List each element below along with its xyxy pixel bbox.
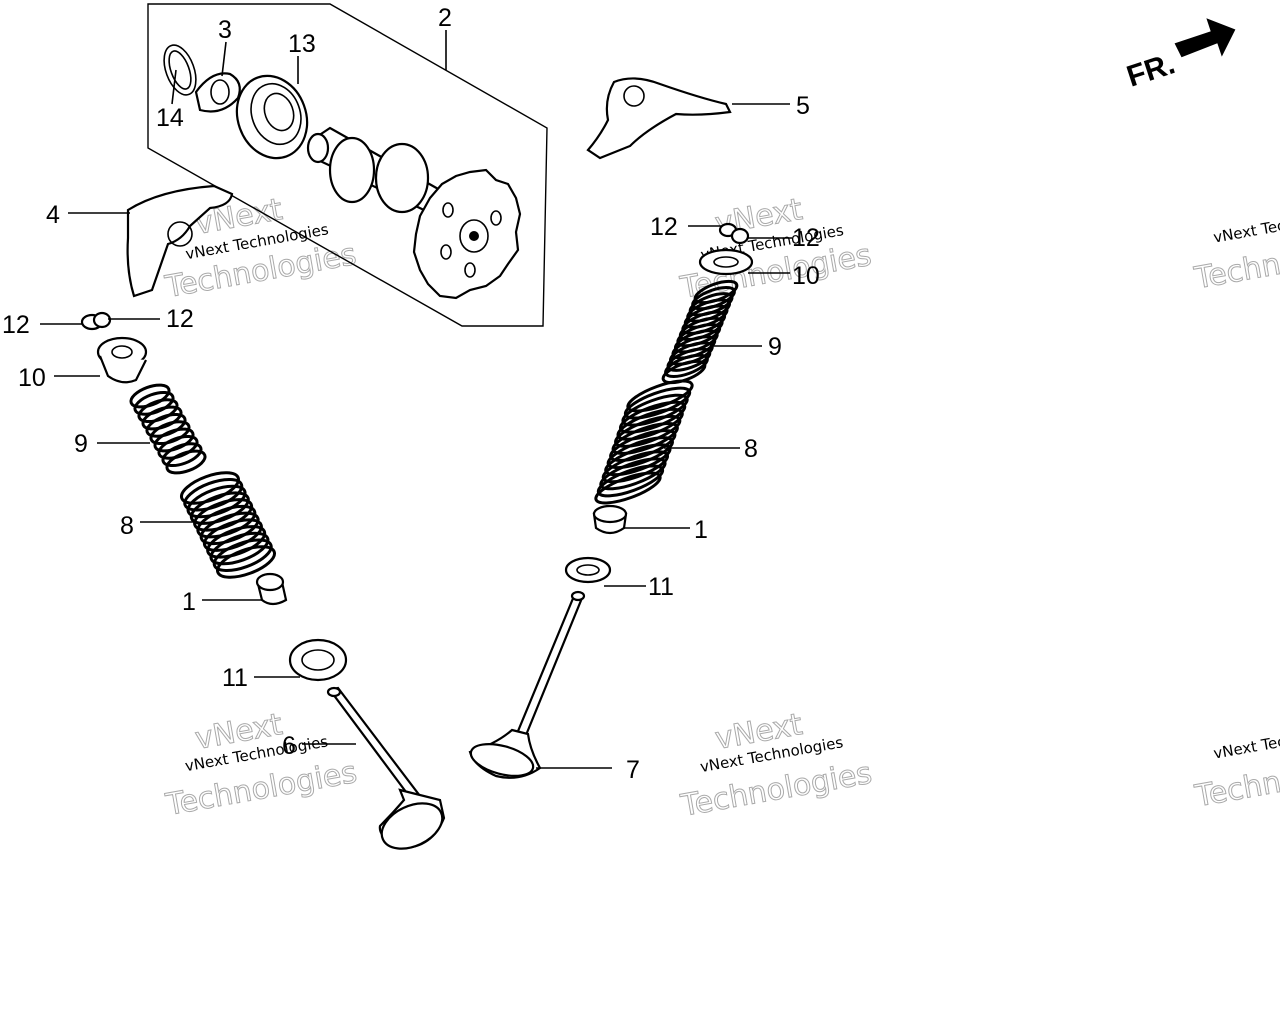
callout-labels: 2 3 13 14 4 5 12 12 10 9 8 1 11 6 12 12 … bbox=[2, 4, 820, 784]
stopper-plate-part bbox=[194, 72, 241, 113]
cotter-left-part bbox=[80, 311, 112, 331]
cotter-right-part bbox=[718, 222, 750, 245]
callout-3: 3 bbox=[218, 16, 232, 44]
watermark-top-right: vNext Technologies Technologies bbox=[1191, 204, 1280, 297]
rocker-arm-right-part bbox=[586, 77, 732, 160]
callout-13: 13 bbox=[288, 30, 316, 58]
callout-11-left: 11 bbox=[222, 664, 248, 692]
watermark-bottom-right: vNext Technologies Technologies bbox=[1191, 720, 1280, 815]
outer-spring-left-part bbox=[180, 471, 276, 579]
valve-seat-left-part bbox=[288, 638, 348, 682]
spring-coil bbox=[669, 341, 714, 366]
spring-coil bbox=[186, 484, 247, 519]
spring-coil bbox=[209, 531, 270, 566]
callout-12-left-a: 12 bbox=[2, 311, 30, 339]
callout-6: 6 bbox=[282, 732, 296, 760]
spring-coil bbox=[193, 498, 254, 532]
camshaft-group-outline bbox=[147, 3, 548, 327]
callout-14: 14 bbox=[156, 104, 184, 132]
watermark-bottom-center: vNext vNext Technologies Technologies bbox=[677, 707, 875, 825]
retainer-left-part bbox=[96, 336, 148, 384]
spring-coil bbox=[681, 310, 727, 335]
valve-seat-right-part bbox=[564, 556, 612, 584]
spring-coil bbox=[212, 538, 273, 573]
spring-coil bbox=[216, 545, 276, 579]
leader-lines bbox=[40, 30, 792, 769]
spring-coil bbox=[664, 353, 709, 378]
spring-coil bbox=[594, 471, 662, 505]
callout-9-right: 9 bbox=[768, 333, 782, 361]
spring-coil bbox=[661, 359, 707, 385]
spring-coil bbox=[199, 511, 260, 546]
callout-12-left-b: 12 bbox=[166, 305, 194, 333]
bearing-part bbox=[235, 74, 309, 160]
outer-spring-right-part bbox=[594, 379, 694, 505]
callout-7: 7 bbox=[626, 756, 640, 784]
spring-coil bbox=[678, 316, 724, 342]
valve-left-part bbox=[326, 686, 446, 850]
spring-coil bbox=[196, 504, 257, 539]
front-arrow-icon bbox=[1174, 18, 1236, 58]
front-direction-indicator: FR. bbox=[1123, 18, 1236, 94]
callout-4: 4 bbox=[46, 201, 60, 229]
watermark-bottom-left: vNext vNext Technologies Technologies bbox=[162, 707, 360, 824]
svg-text:vNext Technologies: vNext Technologies bbox=[1212, 204, 1280, 247]
spring-coil bbox=[180, 471, 240, 505]
callout-12-right-a: 12 bbox=[650, 213, 678, 241]
spring-coil bbox=[673, 329, 719, 354]
front-direction-label: FR. bbox=[1123, 47, 1179, 93]
spring-coil bbox=[683, 304, 729, 329]
callout-10-left: 10 bbox=[18, 364, 46, 392]
svg-text:vNext Technologies: vNext Technologies bbox=[1212, 720, 1280, 763]
stem-seal-left-part bbox=[255, 572, 288, 606]
callout-2: 2 bbox=[438, 4, 452, 32]
valve-right-part bbox=[468, 590, 586, 779]
inner-spring-left-part bbox=[129, 383, 207, 475]
stem-seal-right-part bbox=[592, 504, 628, 535]
callout-12-right-b: 12 bbox=[792, 224, 820, 252]
spring-coil bbox=[666, 347, 712, 372]
spring-coil bbox=[165, 449, 207, 475]
spring-coil bbox=[161, 442, 203, 468]
callout-10-right: 10 bbox=[792, 262, 820, 290]
callout-8-right: 8 bbox=[744, 435, 758, 463]
callout-5: 5 bbox=[796, 92, 810, 120]
camshaft-part bbox=[306, 126, 442, 214]
callout-1-left: 1 bbox=[182, 588, 196, 616]
callout-11-right: 11 bbox=[648, 573, 674, 601]
callout-8-left: 8 bbox=[120, 512, 134, 540]
callout-1-right: 1 bbox=[694, 516, 708, 544]
retainer-right-part bbox=[698, 248, 754, 276]
inner-spring-right-part bbox=[661, 279, 739, 385]
spring-coil bbox=[189, 491, 250, 525]
spring-coil bbox=[671, 335, 717, 360]
callout-9-left: 9 bbox=[74, 430, 88, 458]
rocker-arm-left-part bbox=[126, 184, 234, 298]
spring-coil bbox=[206, 525, 267, 559]
circlip-part bbox=[163, 44, 197, 96]
spring-coil bbox=[202, 518, 263, 552]
watermark-top-center: vNext vNext Technologies Technologies bbox=[677, 192, 875, 307]
cam-sprocket-part bbox=[412, 168, 522, 300]
spring-coil bbox=[183, 477, 244, 512]
